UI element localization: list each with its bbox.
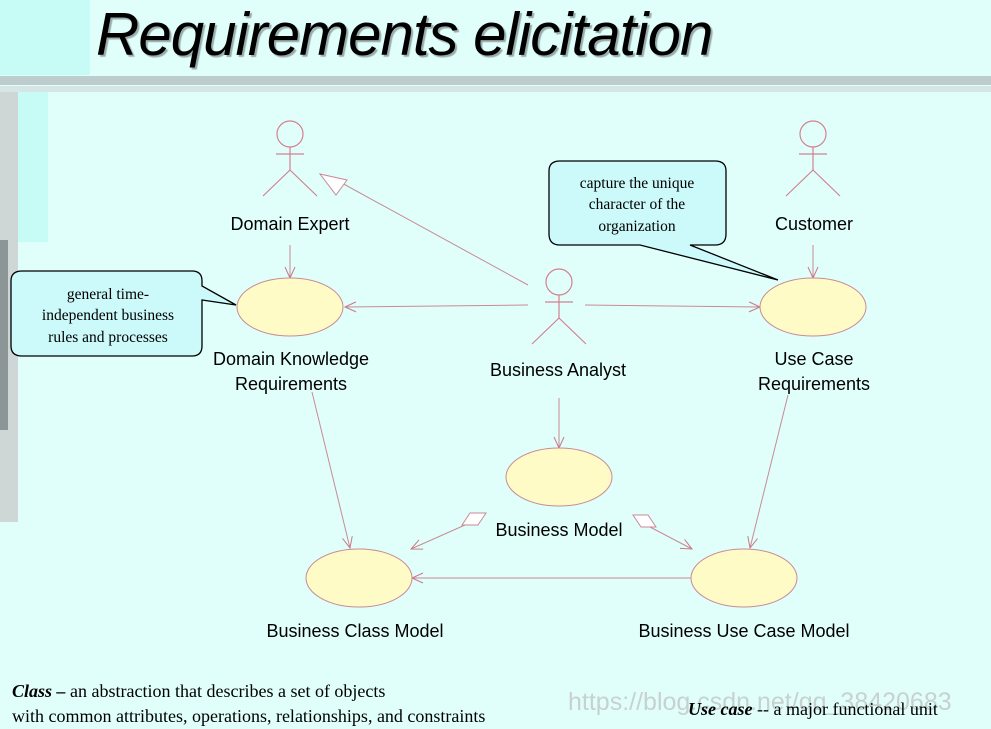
note-left-line-1: general time- xyxy=(67,286,149,303)
link-domain-classmodel xyxy=(311,391,353,550)
title-rule-light xyxy=(0,86,991,92)
usecase-domain-knowledge-label-2: Requirements xyxy=(235,374,347,394)
left-stripe-3 xyxy=(0,240,8,430)
usecase-business-model xyxy=(505,447,613,507)
page-title: Requirements elicitation xyxy=(96,1,713,68)
title-band xyxy=(0,0,991,75)
note-left-line-3: rules and processes xyxy=(48,329,168,346)
link-model-ucmodel xyxy=(649,526,694,550)
usecase-business-class-model xyxy=(305,548,413,608)
usecase-use-case-requirements-label-2: Requirements xyxy=(758,374,870,394)
actor-domain-expert-label: Domain Expert xyxy=(230,214,349,234)
usecase-business-model-label: Business Model xyxy=(495,520,622,540)
usecase-use-case-requirements-label-1: Use Case xyxy=(774,349,853,369)
dependency-marker-right xyxy=(632,514,657,528)
note-right-line-2: character of the xyxy=(589,196,685,213)
actor-customer-icon xyxy=(785,120,841,197)
title-rule xyxy=(0,76,991,85)
generalization-arrowhead xyxy=(318,173,348,196)
actor-customer-label: Customer xyxy=(775,214,853,234)
class-definition-line-2: with common attributes, operations, rela… xyxy=(12,706,486,726)
generalization-line xyxy=(339,181,529,286)
actor-domain-expert-icon xyxy=(262,120,318,197)
link-analyst-domain xyxy=(343,301,529,313)
note-left-callout xyxy=(10,270,237,357)
usecase-term: Use case xyxy=(688,699,753,719)
class-term: Class – xyxy=(12,681,66,701)
link-usecase-ucmodel xyxy=(747,394,789,550)
dependency-marker-left xyxy=(461,512,487,526)
note-right-callout xyxy=(548,160,779,281)
usecase-business-use-case-model-label: Business Use Case Model xyxy=(638,621,849,641)
class-definition-text-1: an abstraction that describes a set of o… xyxy=(65,681,386,701)
usecase-domain-knowledge xyxy=(236,277,344,337)
usecase-use-case-requirements xyxy=(759,277,867,337)
link-analyst-usecase xyxy=(584,301,762,313)
usecase-business-class-model-label: Business Class Model xyxy=(266,621,443,641)
usecase-definition: Use case -- a major functional unit xyxy=(688,699,938,720)
link-model-classmodel xyxy=(409,524,466,550)
actor-business-analyst-icon xyxy=(531,268,587,345)
note-left-line-2: independent business xyxy=(42,307,174,324)
usecase-business-use-case-model xyxy=(690,548,798,608)
title-accent-block xyxy=(0,0,90,75)
usecase-domain-knowledge-label-1: Domain Knowledge xyxy=(213,349,369,369)
note-right-line-1: capture the unique xyxy=(580,175,695,192)
actor-business-analyst-label: Business Analyst xyxy=(490,360,626,380)
class-definition-line-1: Class – an abstraction that describes a … xyxy=(12,681,385,702)
note-right-line-3: organization xyxy=(598,218,675,235)
usecase-definition-text: -- a major functional unit xyxy=(752,699,938,719)
watermark: https://blog.csdn.net/qq_38420683 xyxy=(568,688,952,716)
